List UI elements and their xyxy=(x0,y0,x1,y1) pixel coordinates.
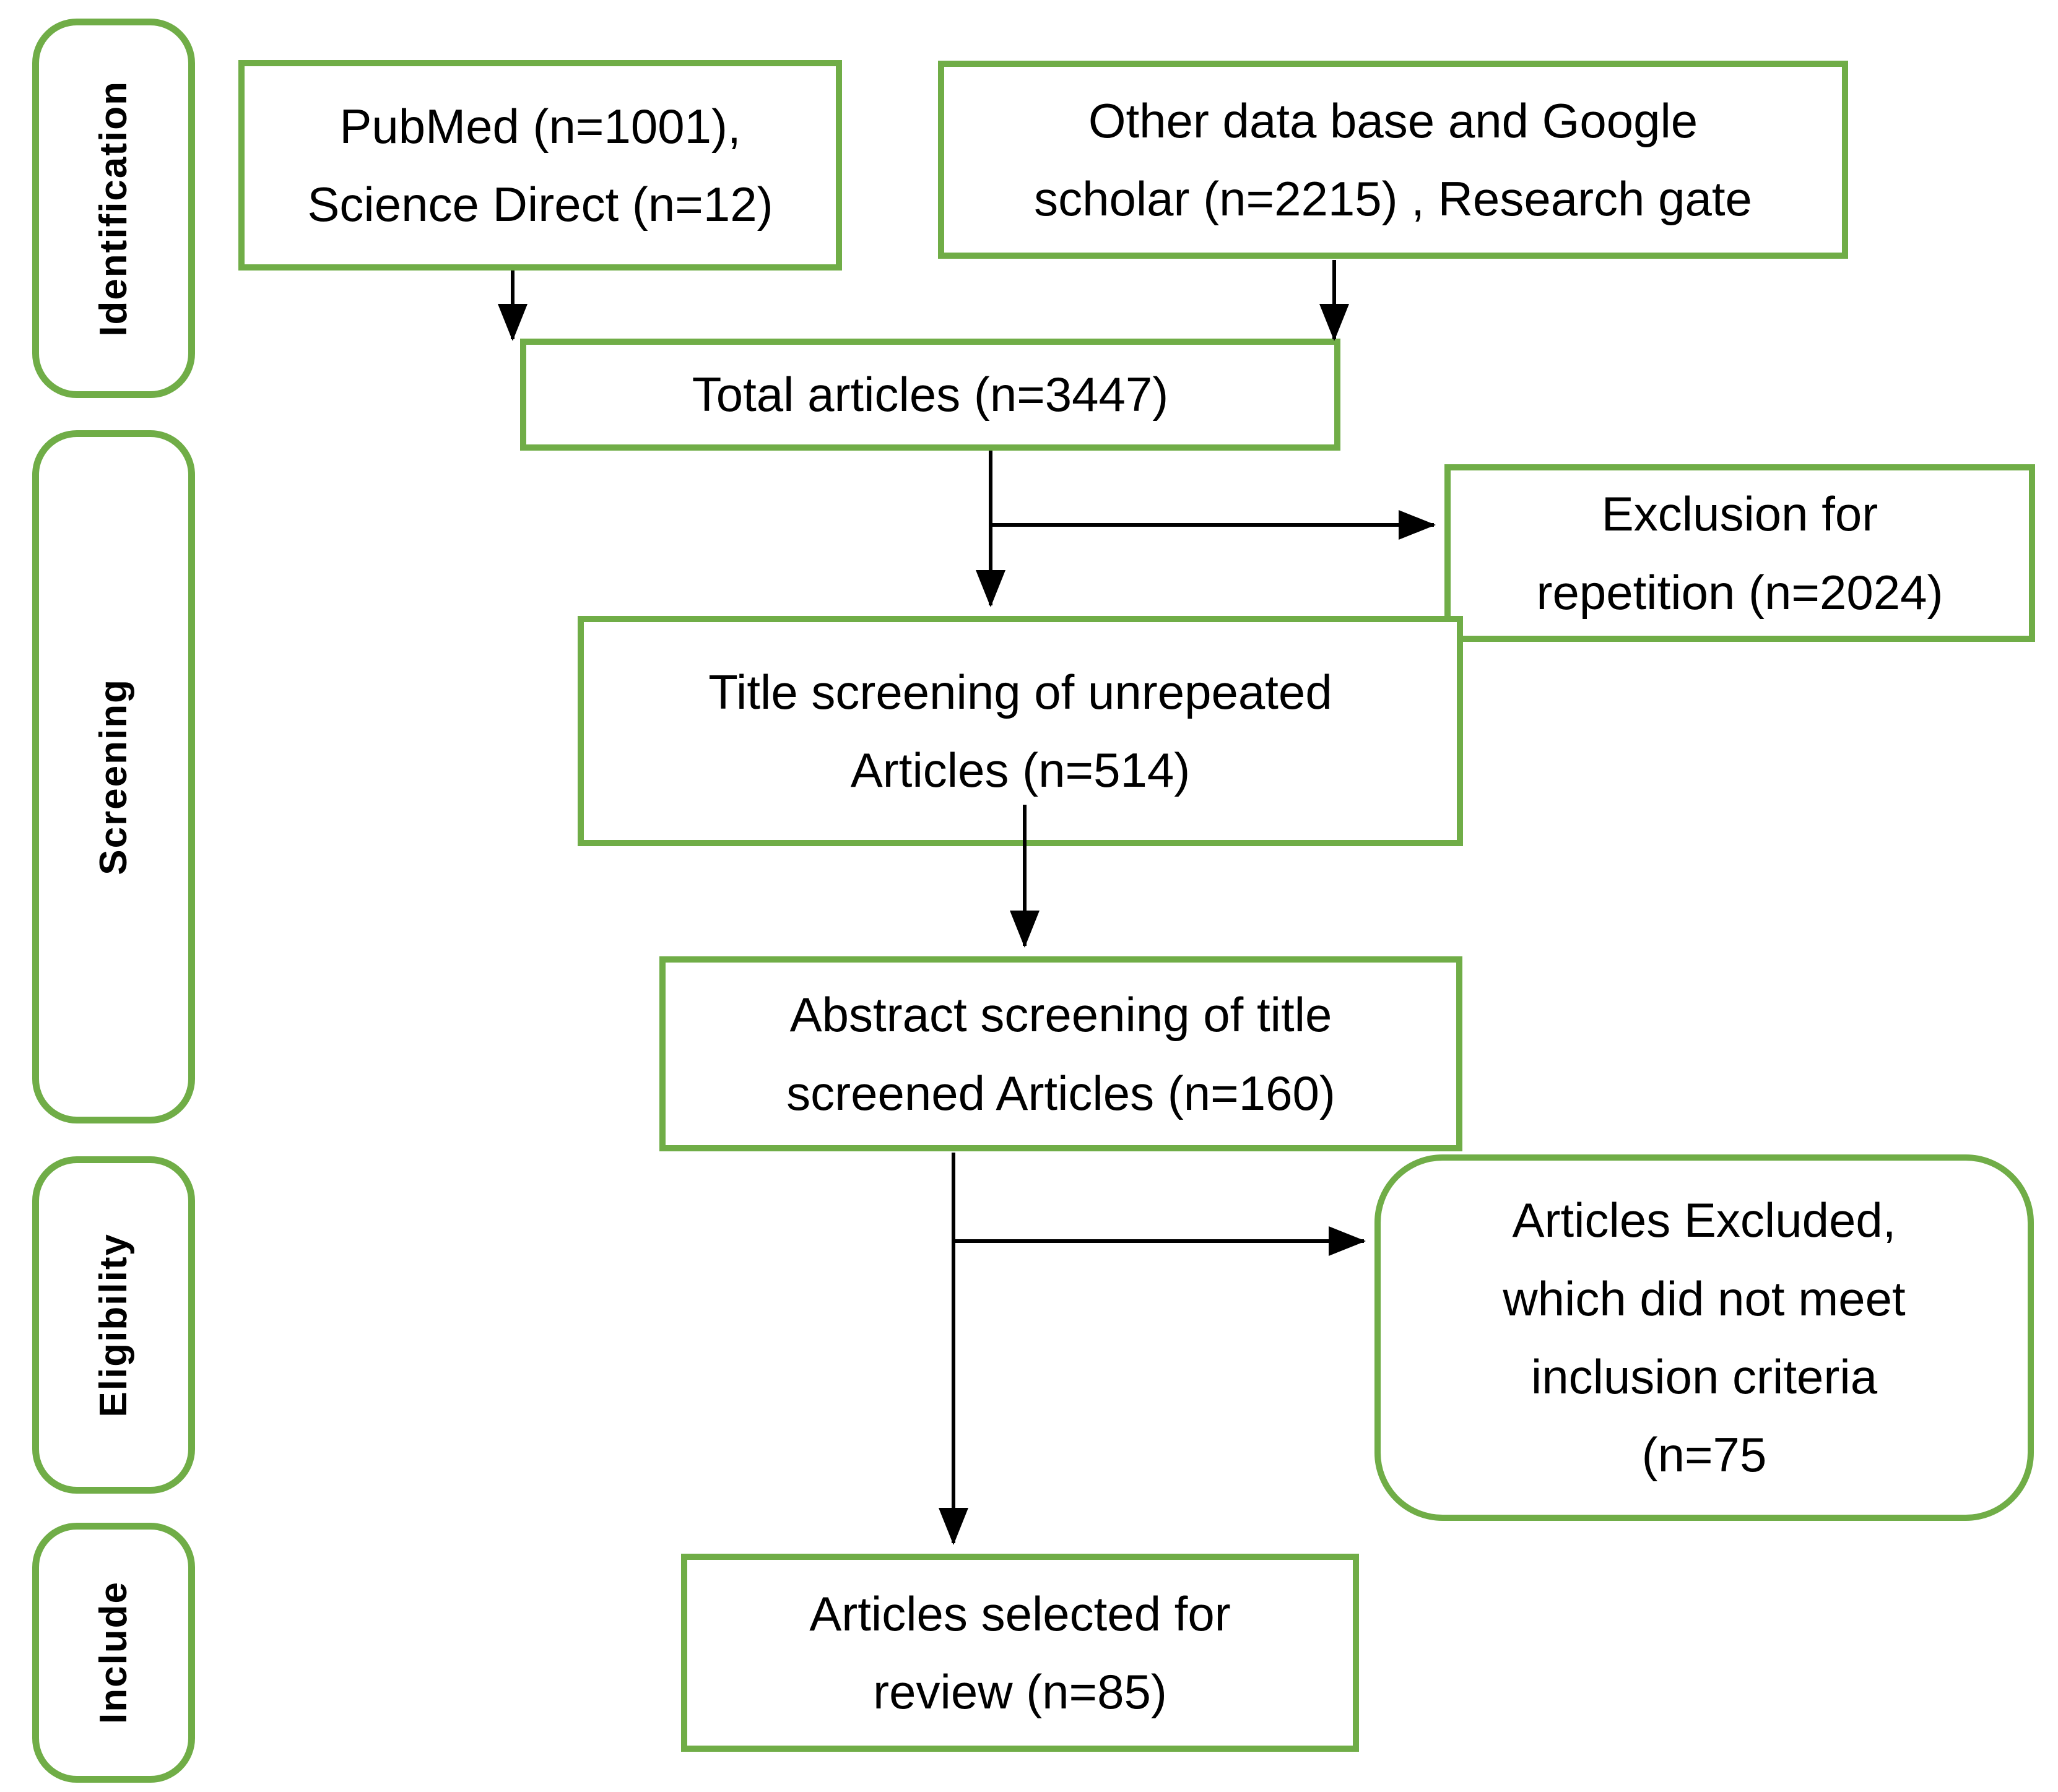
stage-box-include: Include xyxy=(32,1523,195,1783)
box-abstract-screening-text: Abstract screening of title screened Art… xyxy=(786,987,1335,1120)
stage-label-include: Include xyxy=(92,1581,135,1725)
box-articles-excluded: Articles Excluded, which did not meet in… xyxy=(1374,1154,2034,1521)
box-abstract-screening: Abstract screening of title screened Art… xyxy=(659,956,1462,1151)
box-title-screening-text: Title screening of unrepeated Articles (… xyxy=(708,664,1332,797)
box-sources-other: Other data base and Google scholar (n=22… xyxy=(938,61,1848,259)
stage-box-identification: Identification xyxy=(32,19,195,398)
stage-box-screening: Screening xyxy=(32,430,195,1123)
box-articles-selected: Articles selected for review (n=85) xyxy=(681,1554,1359,1752)
box-sources-primary: PubMed (n=1001), Science Direct (n=12) xyxy=(238,60,842,271)
stage-label-identification: Identification xyxy=(92,80,135,337)
stage-label-screening: Screening xyxy=(92,678,135,875)
box-sources-other-text: Other data base and Google scholar (n=22… xyxy=(1034,93,1752,226)
box-sources-primary-text: PubMed (n=1001), Science Direct (n=12) xyxy=(307,98,773,232)
box-title-screening: Title screening of unrepeated Articles (… xyxy=(578,616,1463,846)
box-total-articles-text: Total articles (n=3447) xyxy=(692,367,1169,422)
box-exclusion-repetition: Exclusion for repetition (n=2024) xyxy=(1444,464,2035,642)
box-total-articles: Total articles (n=3447) xyxy=(520,339,1340,451)
stage-box-eligibility: Eligibility xyxy=(32,1156,195,1494)
box-articles-excluded-text: Articles Excluded, which did not meet in… xyxy=(1503,1193,1906,1483)
box-articles-selected-text: Articles selected for review (n=85) xyxy=(809,1586,1231,1719)
box-exclusion-repetition-text: Exclusion for repetition (n=2024) xyxy=(1536,487,1943,620)
stage-label-eligibility: Eligibility xyxy=(92,1232,135,1418)
